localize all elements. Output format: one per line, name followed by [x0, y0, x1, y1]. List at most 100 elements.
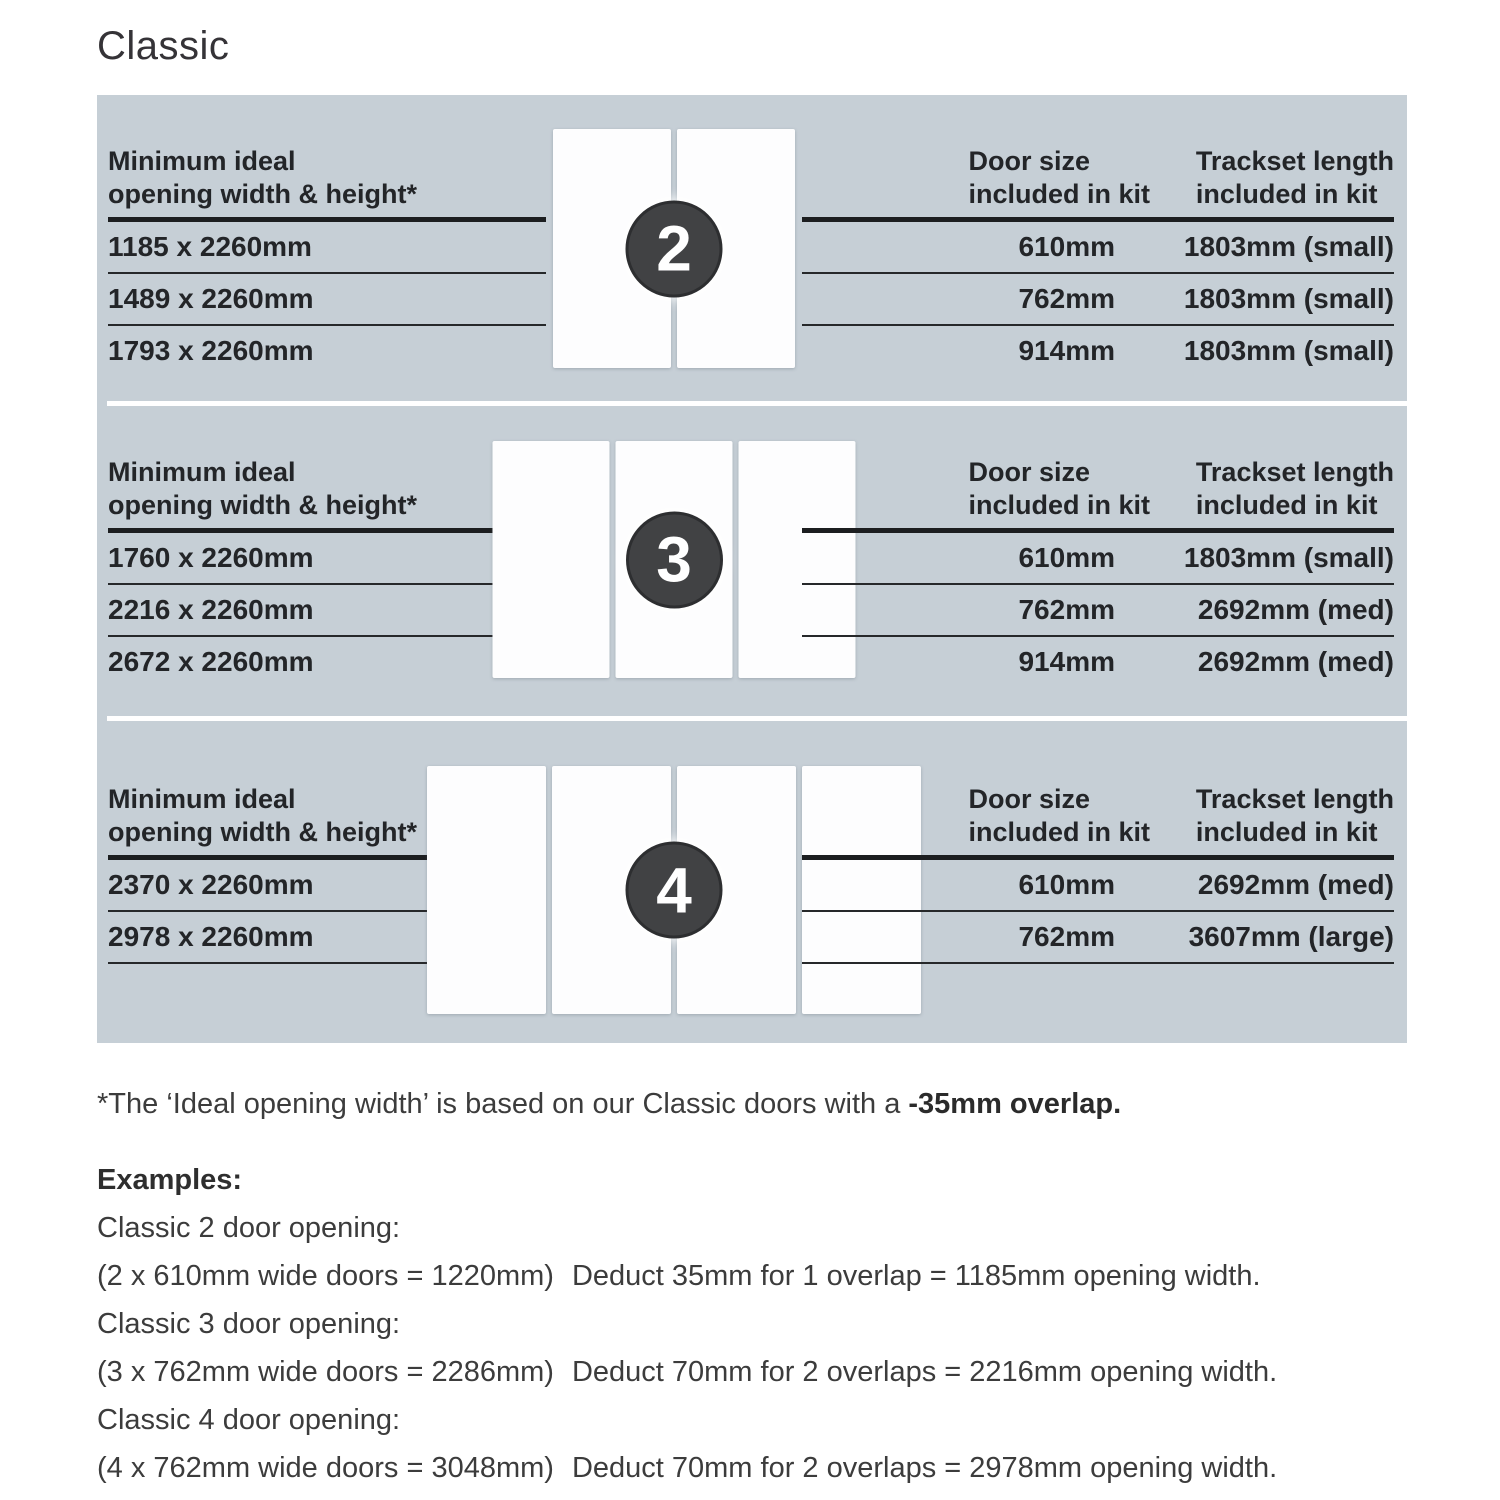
example-result: Deduct 70mm for 2 overlaps = 2978mm open… [571, 1452, 1278, 1484]
opening-header-line1: Minimum ideal [108, 784, 296, 814]
spec-section-4-door: Minimum ideal opening width & height* 23… [97, 721, 1407, 1043]
opening-row: 2978 x 2260mm [108, 912, 546, 964]
kit-row: 762mm 1803mm (small) [802, 274, 1394, 326]
opening-row: 2370 x 2260mm [108, 860, 546, 912]
door-size-header: Door size included in kit [968, 783, 1150, 849]
opening-size: 1185 x 2260mm [108, 231, 312, 262]
footnote-text: *The ‘Ideal opening width’ is based on o… [97, 1088, 909, 1120]
kit-row: 610mm 2692mm (med) [802, 860, 1394, 912]
opening-size: 2370 x 2260mm [108, 869, 314, 900]
kit-row: 914mm 2692mm (med) [802, 637, 1394, 687]
example-label: Classic 2 door opening: [97, 1212, 401, 1244]
opening-row: 2672 x 2260mm [108, 637, 546, 687]
trackset-value: 1803mm (small) [1183, 542, 1394, 573]
trackset-header: Trackset length included in kit [1196, 456, 1394, 522]
header-rule [802, 528, 1394, 533]
examples-heading: Examples: [97, 1164, 243, 1196]
door-count-badge: 2 [625, 200, 723, 297]
kit-row: 914mm 1803mm (small) [802, 326, 1394, 376]
door-count-number: 3 [656, 523, 692, 596]
kit-table: Door size included in kit Trackset lengt… [802, 783, 1394, 964]
trackset-value: 1803mm (small) [1183, 283, 1394, 314]
door-panel [802, 766, 921, 1014]
example-calculation: (4 x 762mm wide doors = 3048mm) Deduct 70… [97, 1444, 1277, 1492]
opening-header-line2: opening width & height* [108, 179, 417, 209]
door-size-header: Door size included in kit [968, 456, 1150, 522]
trackset-header: Trackset length included in kit [1196, 783, 1394, 849]
trackset-value: 1803mm (small) [1183, 335, 1394, 366]
door-size-header-line2: included in kit [968, 490, 1150, 520]
header-rule [108, 217, 546, 222]
example-calc: (2 x 610mm wide doors = 1220mm) [97, 1260, 554, 1292]
trackset-value: 2692mm (med) [1197, 869, 1394, 900]
trackset-header-line1: Trackset length [1195, 784, 1394, 814]
min-opening-table: Minimum ideal opening width & height* 11… [108, 145, 546, 376]
trackset-value: 2692mm (med) [1197, 646, 1394, 677]
door-size-value: 914mm [1018, 646, 1115, 677]
door-size-value: 762mm [1018, 594, 1115, 625]
door-size-value: 610mm [1018, 231, 1115, 262]
footnote-bold: -35mm overlap. [908, 1088, 1122, 1120]
kit-table-header: Door size included in kit Trackset lengt… [802, 783, 1394, 849]
opening-size: 1489 x 2260mm [108, 283, 314, 314]
opening-row: 1793 x 2260mm [108, 326, 546, 376]
door-size-header-line1: Door size [968, 146, 1091, 176]
door-count-badge: 3 [625, 511, 723, 608]
trackset-header-line1: Trackset length [1195, 457, 1394, 487]
door-count-number: 2 [656, 212, 692, 285]
door-size-header-line2: included in kit [968, 179, 1150, 209]
door-panel [738, 441, 856, 678]
trackset-header-line1: Trackset length [1195, 146, 1394, 176]
opening-row: 1760 x 2260mm [108, 533, 546, 585]
door-count-number: 4 [656, 854, 692, 926]
kit-row: 762mm 3607mm (large) [802, 912, 1394, 964]
header-rule [802, 217, 1394, 222]
opening-header-line2: opening width & height* [108, 490, 417, 520]
door-size-value: 762mm [1018, 283, 1115, 314]
example-result: Deduct 35mm for 1 overlap = 1185mm openi… [571, 1260, 1261, 1292]
section-divider [97, 716, 1407, 721]
kit-table-header: Door size included in kit Trackset lengt… [802, 145, 1394, 211]
examples: Examples: Classic 2 door opening: (2 x 6… [97, 1156, 1277, 1492]
door-size-header-line2: included in kit [968, 817, 1150, 847]
door-diagram: 4 [427, 766, 921, 1014]
example-label: Classic 3 door opening: [97, 1308, 401, 1340]
opening-header-line2: opening width & height* [108, 817, 417, 847]
door-panel [492, 441, 610, 678]
door-size-value: 610mm [1018, 869, 1115, 900]
example-result: Deduct 70mm for 2 overlaps = 2216mm open… [571, 1356, 1278, 1388]
trackset-value: 1803mm (small) [1183, 231, 1394, 262]
trackset-header-line2: included in kit [1195, 490, 1378, 520]
spec-panel: Minimum ideal opening width & height* 11… [97, 95, 1407, 1043]
trackset-header-line2: included in kit [1195, 179, 1378, 209]
trackset-header: Trackset length included in kit [1196, 145, 1394, 211]
min-opening-table: Minimum ideal opening width & height* 23… [108, 783, 546, 964]
footnote: *The ‘Ideal opening width’ is based on o… [97, 1088, 1121, 1121]
door-size-value: 914mm [1018, 335, 1115, 366]
opening-row: 1489 x 2260mm [108, 274, 546, 326]
example-calculation: (3 x 762mm wide doors = 2286mm)Deduct 70… [97, 1348, 1277, 1396]
door-size-header-line1: Door size [968, 457, 1091, 487]
opening-size: 1793 x 2260mm [108, 335, 314, 366]
section-divider [97, 401, 1407, 406]
example-calc: (4 x 762mm wide doors = 3048mm) [97, 1452, 554, 1484]
door-size-header: Door size included in kit [968, 145, 1150, 211]
page-title: Classic [97, 24, 230, 68]
door-panel [427, 766, 546, 1014]
opening-size: 2216 x 2260mm [108, 594, 314, 625]
opening-header-line1: Minimum ideal [108, 457, 296, 487]
kit-row: 610mm 1803mm (small) [802, 533, 1394, 585]
spec-section-2-door: Minimum ideal opening width & height* 11… [97, 95, 1407, 401]
trackset-value: 3607mm (large) [1188, 921, 1394, 952]
opening-size: 2978 x 2260mm [108, 921, 314, 952]
opening-size: 2672 x 2260mm [108, 646, 314, 677]
kit-row: 610mm 1803mm (small) [802, 222, 1394, 274]
door-count-badge: 4 [625, 841, 723, 939]
trackset-header-line2: included in kit [1195, 817, 1378, 847]
opening-header: Minimum ideal opening width & height* [108, 456, 546, 522]
spec-section-3-door: Minimum ideal opening width & height* 17… [97, 406, 1407, 716]
opening-header: Minimum ideal opening width & height* [108, 783, 546, 849]
example-item: Classic 3 door opening: (3 x 762mm wide … [97, 1300, 1277, 1396]
kit-row: 762mm 2692mm (med) [802, 585, 1394, 637]
trackset-value: 2692mm (med) [1197, 594, 1394, 625]
